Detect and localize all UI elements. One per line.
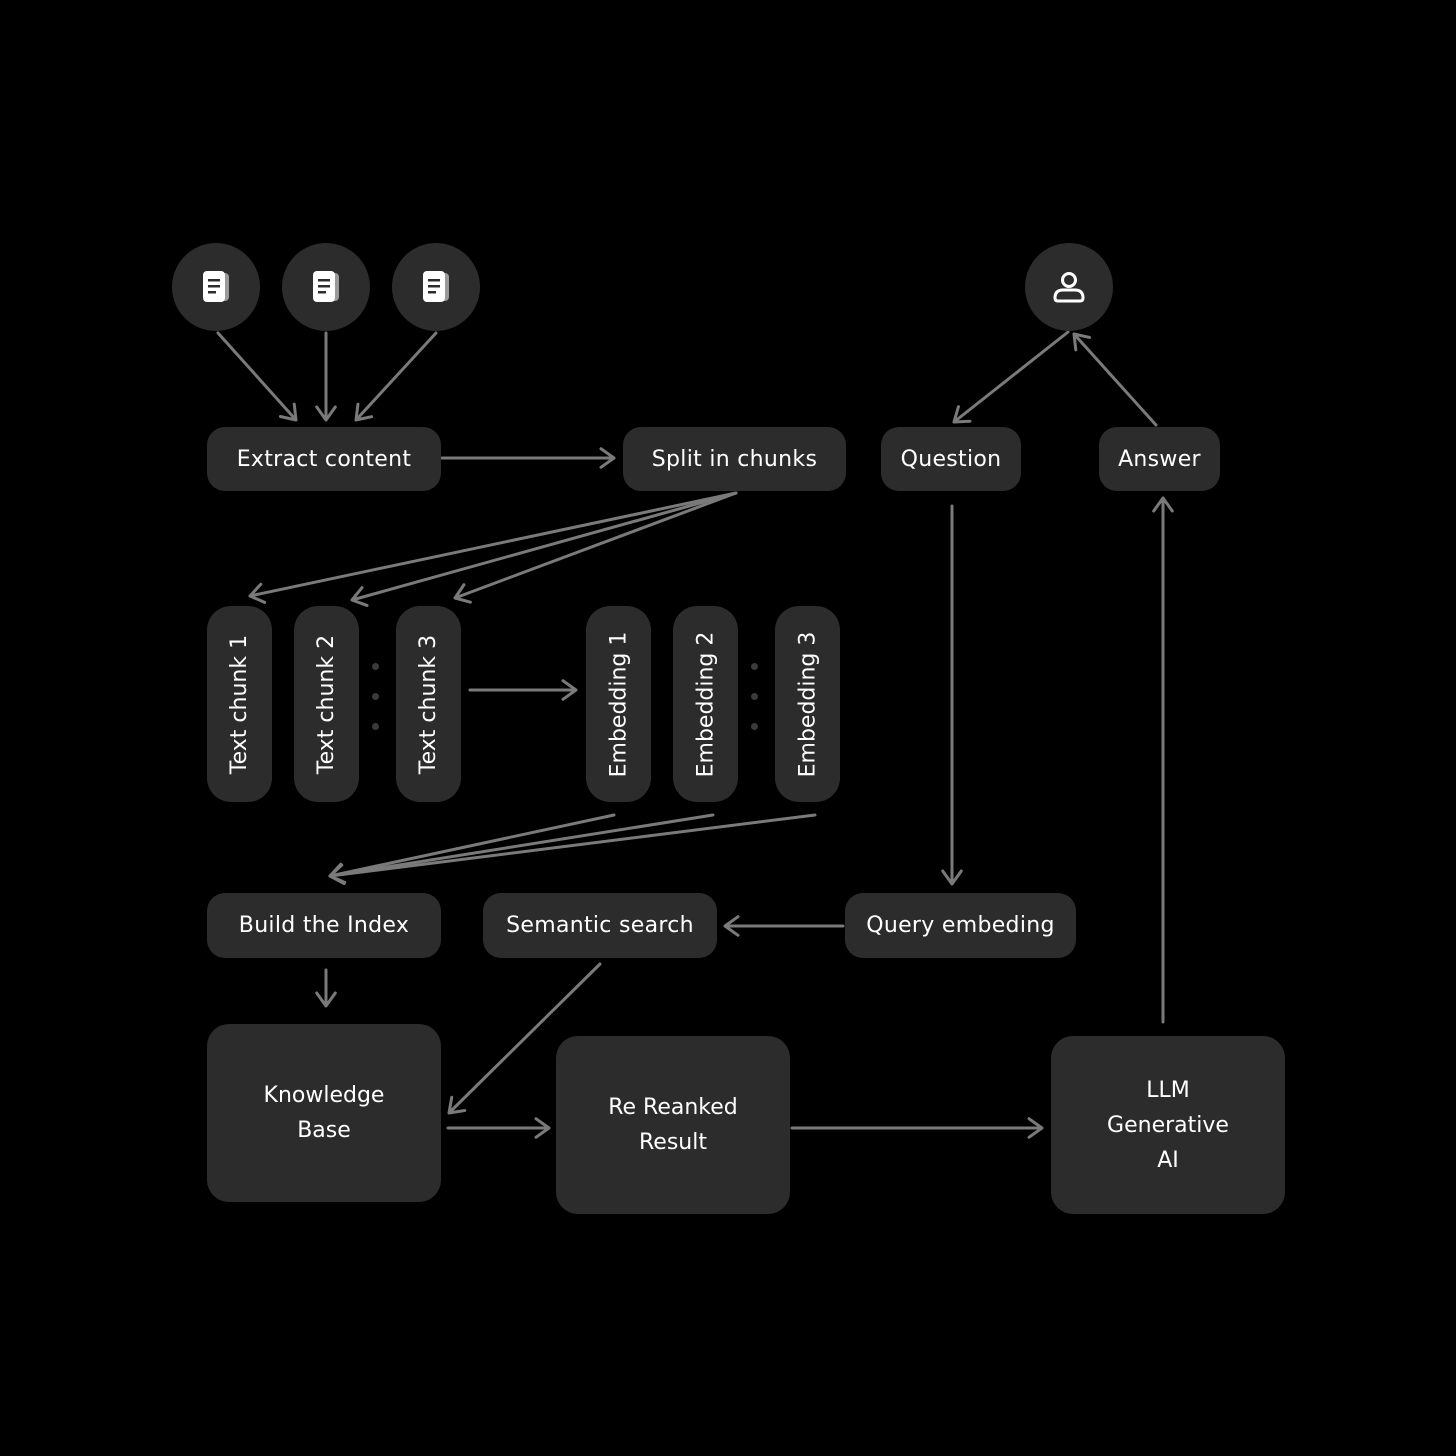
- text-chunk-2-node: Text chunk 2: [294, 606, 359, 802]
- arrow-knowledge-to-rerank: [446, 1117, 551, 1139]
- query-embeding-node: Query embeding: [845, 893, 1076, 958]
- arrow-embedding3-to-index: [328, 813, 817, 886]
- ellipsis-dots-chunks: [372, 663, 380, 753]
- knowledge-base-node: Knowledge Base: [207, 1024, 441, 1202]
- text-chunk-2-label: Text chunk 2: [314, 634, 339, 774]
- re-reanked-result-label: Re Reanked Result: [608, 1095, 738, 1155]
- semantic-search-label: Semantic search: [506, 913, 694, 938]
- arrow-rerank-to-llm: [790, 1117, 1044, 1139]
- arrow-user-to-question: [952, 330, 1070, 424]
- arrow-query-to-semantic: [723, 915, 845, 937]
- document-source-3: [392, 243, 480, 331]
- arrow-embedding1-to-index: [328, 813, 616, 884]
- arrow-question-to-query: [941, 504, 963, 886]
- document-icon: [313, 271, 339, 302]
- llm-generative-ai-node: LLM Generative AI: [1051, 1036, 1285, 1214]
- arrow-split-to-chunk2: [350, 491, 738, 607]
- embedding-3-label: Embedding 3: [795, 631, 820, 777]
- question-label: Question: [900, 446, 1002, 472]
- embedding-2-label: Embedding 2: [693, 631, 718, 777]
- arrow-split-to-chunk1: [248, 491, 738, 604]
- knowledge-base-label: Knowledge Base: [263, 1083, 385, 1143]
- text-chunk-3-node: Text chunk 3: [396, 606, 461, 802]
- arrow-doc2-to-extract: [315, 331, 337, 422]
- user-icon: [1053, 272, 1085, 303]
- arrow-doc3-to-extract: [354, 331, 438, 422]
- embedding-3-node: Embedding 3: [775, 606, 840, 802]
- arrow-semantic-to-knowledge: [447, 962, 602, 1115]
- build-the-index-label: Build the Index: [238, 913, 410, 938]
- embedding-2-node: Embedding 2: [673, 606, 738, 802]
- document-icon: [203, 271, 229, 302]
- text-chunk-3-label: Text chunk 3: [416, 634, 441, 774]
- text-chunk-1-node: Text chunk 1: [207, 606, 272, 802]
- extract-content-label: Extract content: [236, 446, 412, 472]
- embedding-1-node: Embedding 1: [586, 606, 651, 802]
- extract-content-node: Extract content: [207, 427, 441, 491]
- llm-generative-ai-label: LLM Generative AI: [1107, 1077, 1229, 1173]
- text-chunk-1-label: Text chunk 1: [227, 634, 252, 774]
- question-node: Question: [881, 427, 1021, 491]
- query-embeding-label: Query embeding: [866, 913, 1055, 938]
- user-node: [1025, 243, 1113, 331]
- document-source-1: [172, 243, 260, 331]
- arrow-extract-to-split: [440, 447, 616, 469]
- semantic-search-node: Semantic search: [483, 893, 717, 958]
- arrow-doc1-to-extract: [216, 331, 298, 422]
- answer-label: Answer: [1118, 446, 1201, 472]
- document-source-2: [282, 243, 370, 331]
- arrow-split-to-chunk3: [453, 491, 738, 604]
- re-reanked-result-node: Re Reanked Result: [556, 1036, 790, 1214]
- split-in-chunks-node: Split in chunks: [623, 427, 846, 491]
- ellipsis-dots-embeddings: [751, 663, 759, 753]
- build-the-index-node: Build the Index: [207, 893, 441, 958]
- arrow-llm-to-answer: [1152, 496, 1174, 1024]
- split-in-chunks-label: Split in chunks: [651, 446, 818, 472]
- arrow-answer-to-user: [1072, 332, 1158, 427]
- embedding-1-label: Embedding 1: [606, 631, 631, 777]
- document-icon: [423, 271, 449, 302]
- arrow-index-to-knowledge: [315, 968, 337, 1008]
- arrow-embedding2-to-index: [328, 813, 715, 885]
- arrow-chunks-to-embeddings: [468, 679, 578, 701]
- answer-node: Answer: [1099, 427, 1220, 491]
